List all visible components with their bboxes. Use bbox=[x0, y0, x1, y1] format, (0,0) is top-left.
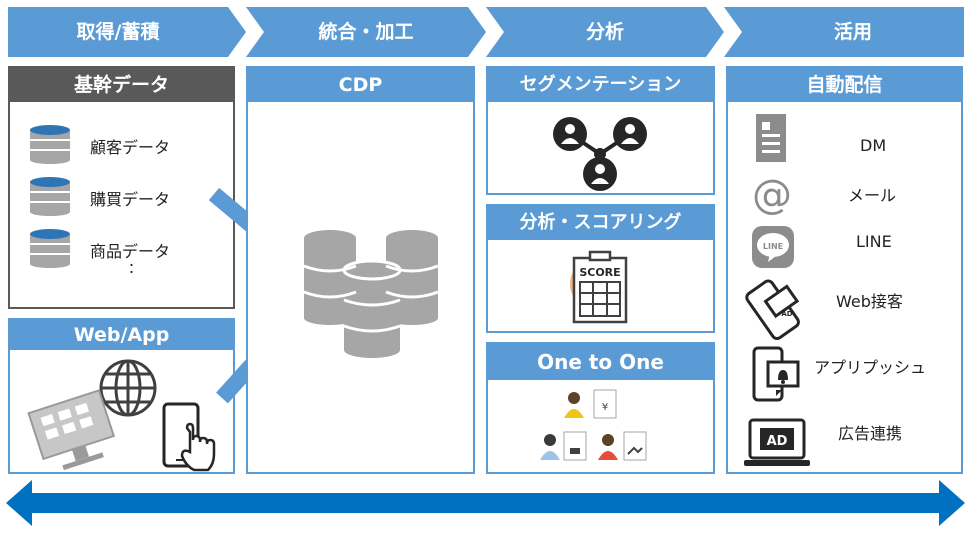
ellipsis-mark: ： bbox=[128, 261, 142, 277]
double-headed-arrow-icon bbox=[6, 480, 965, 526]
database-cluster-icon bbox=[303, 230, 439, 358]
line-icon-text: LINE bbox=[763, 242, 783, 251]
scorecard-icon: SCORE bbox=[570, 250, 628, 324]
delivery-channel-label: LINE bbox=[856, 232, 892, 251]
svg-text:@: @ bbox=[752, 172, 792, 218]
web-app-panel: Web/App bbox=[8, 318, 235, 474]
stage-integrate: 統合・加工 bbox=[246, 7, 486, 57]
at-sign-icon: @ bbox=[752, 172, 792, 218]
database-icon bbox=[30, 125, 70, 164]
stage-acquire: 取得/蓄積 bbox=[8, 7, 246, 57]
smartphone-tap-icon bbox=[162, 402, 216, 472]
stage-label: 統合・加工 bbox=[318, 21, 414, 43]
chevron-shape bbox=[8, 7, 246, 57]
auto-delivery-title: 自動配信 bbox=[728, 68, 961, 102]
delivery-channel-label: メール bbox=[848, 186, 897, 205]
document-icon bbox=[756, 114, 786, 162]
svg-text:¥: ¥ bbox=[602, 402, 608, 413]
list-item: 顧客データ bbox=[28, 124, 170, 164]
data-source-label: 顧客データ bbox=[90, 138, 171, 157]
scoring-panel: 分析・スコアリング SCORE bbox=[486, 204, 715, 333]
chevron-shape bbox=[724, 7, 964, 57]
delivery-channel-label: Web接客 bbox=[836, 292, 903, 311]
list-item: 購買データ bbox=[28, 176, 170, 216]
data-source-label: 商品データ bbox=[90, 242, 171, 261]
core-data-title: 基幹データ bbox=[10, 68, 233, 102]
database-icon bbox=[30, 229, 70, 268]
core-data-panel: 基幹データ 顧客データ 購買データ 商品データ ： bbox=[8, 66, 235, 309]
segmentation-title: セグメンテーション bbox=[488, 68, 713, 102]
stage-label: 活用 bbox=[833, 21, 872, 43]
web-icon-text: AD bbox=[781, 310, 792, 318]
stage-utilize: 活用 bbox=[724, 7, 964, 57]
app-push-icon bbox=[752, 346, 800, 402]
stage-analyze: 分析 bbox=[486, 7, 724, 57]
segmentation-panel: セグメンテーション bbox=[486, 66, 715, 195]
data-source-label: 購買データ bbox=[90, 190, 171, 209]
delivery-channel-label: DM bbox=[860, 136, 887, 155]
delivery-channel-label: 広告連携 bbox=[838, 424, 903, 443]
database-icon bbox=[30, 177, 70, 216]
chevron-shape bbox=[486, 7, 724, 57]
globe-icon bbox=[99, 359, 157, 417]
web-ad-device-icon: AD bbox=[745, 279, 800, 340]
line-app-icon: LINE bbox=[752, 226, 794, 268]
personalized-content-icon: ¥ bbox=[540, 389, 647, 461]
auto-delivery-panel: 自動配信 DM @ メール LINE LINE AD Web接客 アプリプッシュ bbox=[726, 66, 963, 474]
laptop-ad-icon: AD bbox=[744, 418, 810, 466]
one-to-one-panel: One to One ¥ bbox=[486, 342, 715, 474]
scoring-title: 分析・スコアリング bbox=[488, 206, 713, 240]
score-text: SCORE bbox=[579, 266, 620, 279]
list-item: 商品データ bbox=[28, 228, 170, 268]
ad-icon-text: AD bbox=[767, 434, 788, 449]
desktop-monitor-icon bbox=[27, 389, 116, 471]
stage-label: 分析 bbox=[585, 21, 624, 43]
stage-label: 取得/蓄積 bbox=[76, 21, 160, 43]
delivery-channel-label: アプリプッシュ bbox=[814, 358, 927, 377]
chevron-shape bbox=[246, 7, 486, 57]
user-network-icon bbox=[553, 117, 647, 191]
one-to-one-title: One to One bbox=[488, 344, 713, 380]
cdp-title: CDP bbox=[248, 68, 473, 102]
web-app-title: Web/App bbox=[10, 320, 233, 350]
cdp-panel: CDP bbox=[246, 66, 475, 474]
